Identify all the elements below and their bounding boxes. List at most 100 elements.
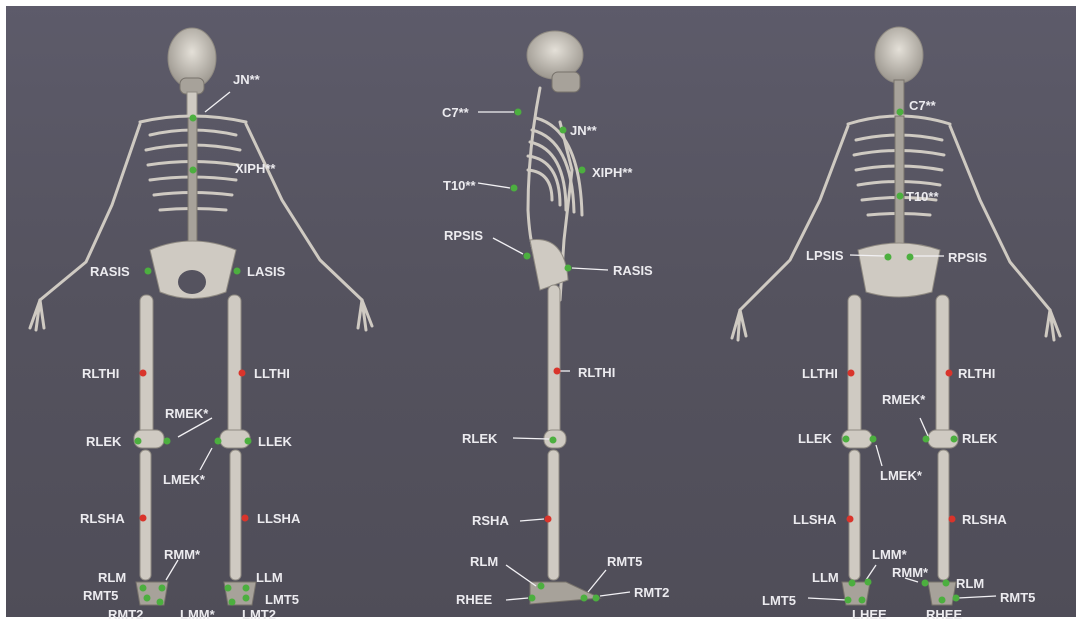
label-rhee-side: RHEE bbox=[456, 592, 492, 607]
label-rlek-side: RLEK bbox=[462, 431, 498, 446]
marker-rmm-front bbox=[159, 585, 166, 592]
label-rlthi-front: RLTHI bbox=[82, 366, 119, 381]
marker-c7-side bbox=[515, 109, 522, 116]
marker-llsha-front bbox=[242, 515, 249, 522]
label-c7-side: C7** bbox=[442, 105, 470, 120]
marker-rlm-side bbox=[538, 583, 545, 590]
marker-lmm-front bbox=[225, 585, 232, 592]
marker-rasis-side bbox=[565, 265, 572, 272]
label-llsha-front: LLSHA bbox=[257, 511, 301, 526]
label-lmek-front: LMEK* bbox=[163, 472, 206, 487]
marker-rlthi-side bbox=[554, 368, 561, 375]
label-lmek-back: LMEK* bbox=[880, 468, 923, 483]
marker-lmek-back bbox=[870, 436, 877, 443]
label-rlek-front: RLEK bbox=[86, 434, 122, 449]
back-skeleton bbox=[732, 27, 1060, 605]
label-lmt5-front: LMT5 bbox=[265, 592, 299, 607]
marker-lmt5-front bbox=[243, 595, 250, 602]
label-xiph-front: XIPH** bbox=[235, 161, 276, 176]
marker-rlm-front bbox=[140, 585, 147, 592]
label-lhee-back: LHEE bbox=[852, 607, 887, 622]
label-rasis-front: RASIS bbox=[90, 264, 130, 279]
label-rlthi-back: RLTHI bbox=[958, 366, 995, 381]
marker-lmt2-front bbox=[229, 599, 236, 606]
label-rlthi-side: RLTHI bbox=[578, 365, 615, 380]
label-rmt5-side: RMT5 bbox=[607, 554, 642, 569]
marker-llsha-back bbox=[847, 516, 854, 523]
label-rlm-side: RLM bbox=[470, 554, 498, 569]
label-lmt2-front: LMT2 bbox=[242, 607, 276, 622]
label-llthi-back: LLTHI bbox=[802, 366, 838, 381]
marker-xiph-side bbox=[579, 167, 586, 174]
label-rlm-back: RLM bbox=[956, 576, 984, 591]
label-rmt2-front: RMT2 bbox=[108, 607, 143, 622]
label-rmm-front: RMM* bbox=[164, 547, 201, 562]
label-rmt5-back: RMT5 bbox=[1000, 590, 1035, 605]
label-rmek-back: RMEK* bbox=[882, 392, 926, 407]
label-rlm-front: RLM bbox=[98, 570, 126, 585]
label-llm-front: LLM bbox=[256, 570, 283, 585]
label-jn-side: JN** bbox=[570, 123, 598, 138]
marker-llthi-back bbox=[848, 370, 855, 377]
label-rsha-side: RSHA bbox=[472, 513, 509, 528]
marker-llek-back bbox=[843, 436, 850, 443]
label-t10-side: T10** bbox=[443, 178, 476, 193]
marker-llm-back bbox=[849, 580, 856, 587]
marker-rhee-side bbox=[529, 595, 536, 602]
marker-rlthi-back bbox=[946, 370, 953, 377]
marker-rlsha-back bbox=[949, 516, 956, 523]
marker-t10-side bbox=[511, 185, 518, 192]
marker-lpsis-back bbox=[885, 254, 892, 261]
label-llm-back: LLM bbox=[812, 570, 839, 585]
marker-rmt5-back bbox=[953, 595, 960, 602]
label-c7-back: C7** bbox=[909, 98, 937, 113]
marker-rlek-front bbox=[135, 438, 142, 445]
label-rmek-front: RMEK* bbox=[165, 406, 209, 421]
marker-rmt5-side bbox=[581, 595, 588, 602]
label-rlek-back: RLEK bbox=[962, 431, 998, 446]
label-rhee-back: RHEE bbox=[926, 607, 962, 622]
label-jn-front: JN** bbox=[233, 72, 261, 87]
marker-llek-front bbox=[245, 438, 252, 445]
marker-rmek-back bbox=[923, 436, 930, 443]
marker-llm-front bbox=[243, 585, 250, 592]
marker-rmt2-side bbox=[593, 595, 600, 602]
marker-rlek-back bbox=[951, 436, 958, 443]
label-llek-front: LLEK bbox=[258, 434, 293, 449]
label-rasis-side: RASIS bbox=[613, 263, 653, 278]
marker-rlm-back bbox=[943, 580, 950, 587]
marker-lasis-front bbox=[234, 268, 241, 275]
marker-jn-front bbox=[190, 115, 197, 122]
marker-t10-back bbox=[897, 193, 904, 200]
label-rmm-back: RMM* bbox=[892, 565, 929, 580]
marker-rmt2-front bbox=[157, 599, 164, 606]
label-llsha-back: LLSHA bbox=[793, 512, 837, 527]
marker-rsha-side bbox=[545, 516, 552, 523]
label-rlsha-back: RLSHA bbox=[962, 512, 1007, 527]
marker-lhee-back bbox=[859, 597, 866, 604]
label-t10-back: T10** bbox=[906, 189, 939, 204]
marker-rmt5-front bbox=[144, 595, 151, 602]
marker-rhee-back bbox=[939, 597, 946, 604]
marker-rlthi-front bbox=[140, 370, 147, 377]
label-lmt5-back: LMT5 bbox=[762, 593, 796, 608]
marker-xiph-front bbox=[190, 167, 197, 174]
label-lpsis-back: LPSIS bbox=[806, 248, 844, 263]
marker-rasis-front bbox=[145, 268, 152, 275]
marker-c7-back bbox=[897, 109, 904, 116]
label-rpsis-back: RPSIS bbox=[948, 250, 987, 265]
marker-lmt5-back bbox=[845, 597, 852, 604]
label-llek-back: LLEK bbox=[798, 431, 833, 446]
marker-llthi-front bbox=[239, 370, 246, 377]
label-lasis-front: LASIS bbox=[247, 264, 286, 279]
label-llthi-front: LLTHI bbox=[254, 366, 290, 381]
label-rmt5-front: RMT5 bbox=[83, 588, 118, 603]
marker-lmm-back bbox=[865, 579, 872, 586]
marker-rlek-side bbox=[550, 437, 557, 444]
marker-rmm-back bbox=[922, 580, 929, 587]
marker-lmek-front bbox=[215, 438, 222, 445]
label-xiph-side: XIPH** bbox=[592, 165, 633, 180]
marker-jn-side bbox=[560, 127, 567, 134]
